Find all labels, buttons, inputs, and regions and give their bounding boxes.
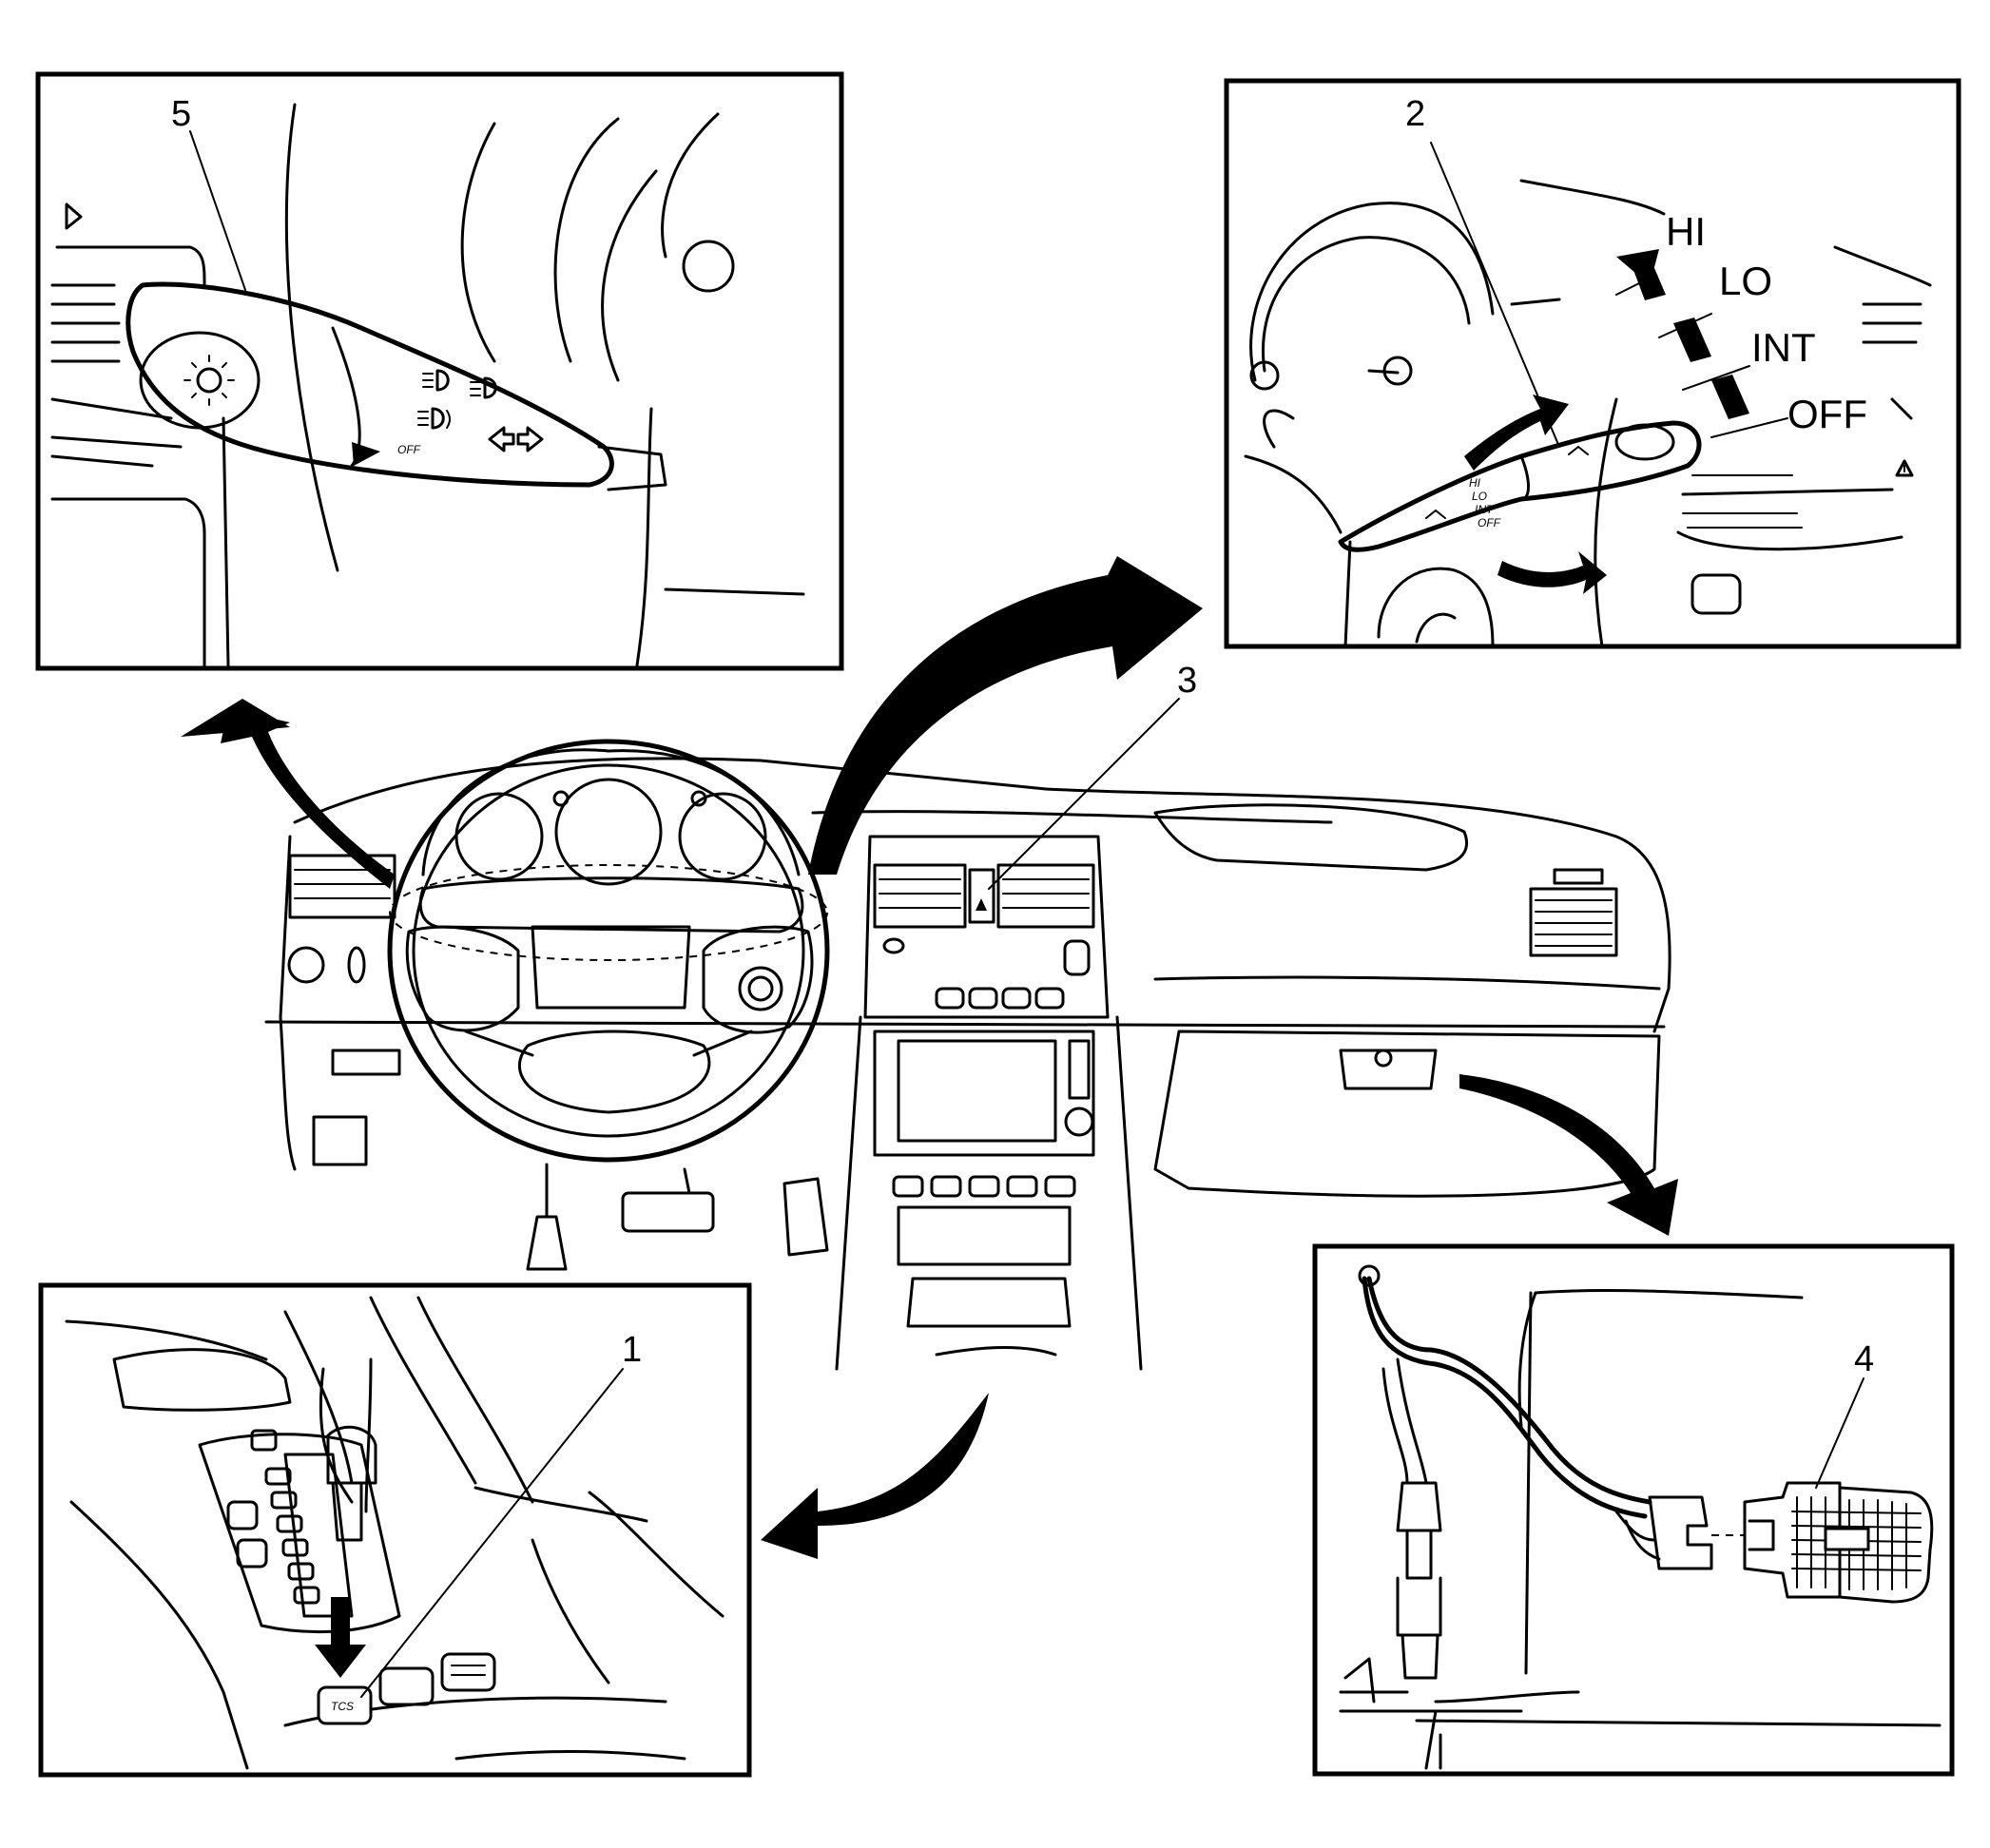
panel-wiper-switch: HI LO INT OFF HI LO INT OFF 2	[1224, 78, 1961, 649]
hi-arrow	[1616, 249, 1666, 300]
callout-label-1: 1	[622, 1330, 642, 1370]
position-label-lo: LO	[1719, 259, 1772, 303]
panel-connector: 4	[1312, 1243, 1955, 1777]
tcs-switch-label: TCS	[331, 1700, 354, 1713]
turn-signal-icon	[488, 426, 544, 452]
pedals	[526, 1163, 829, 1271]
stalk-lo-label: LO	[1472, 490, 1487, 503]
pointer-arrows	[181, 556, 1678, 1559]
stalk-hi-label: HI	[1469, 476, 1481, 490]
wiper-position-labels: HI LO INT OFF	[1666, 209, 1867, 436]
harness-connector	[1648, 1495, 1713, 1570]
callout-label-2: 2	[1405, 94, 1425, 134]
callout-label-5: 5	[171, 94, 191, 134]
wiper-switch-stalk	[1338, 420, 1702, 552]
panel-tcs-switch: TCS 1	[38, 1282, 752, 1778]
callout-label-3: 3	[1177, 661, 1197, 701]
stalk-off-label: OFF	[1478, 516, 1501, 529]
press-arrow	[315, 1597, 366, 1678]
arrow-to-lamp-switch	[221, 708, 395, 889]
callout-label-4: 4	[1854, 1339, 1874, 1379]
tcs-switch	[317, 1685, 373, 1725]
right-vent	[1529, 868, 1618, 957]
high-beam-icon	[422, 369, 497, 399]
dashboard-overview	[264, 739, 1671, 1371]
fog-lamp-icon	[417, 407, 451, 430]
position-label-off: OFF	[1787, 392, 1867, 436]
callout-3: 3	[988, 661, 1197, 890]
arrow-to-tcs-switch	[761, 1393, 989, 1559]
lamp-off-label: OFF	[397, 443, 421, 456]
position-label-hi: HI	[1666, 209, 1706, 254]
arrow-to-wiper-switch	[808, 556, 1203, 875]
left-vent	[287, 854, 401, 1166]
position-label-int: INT	[1751, 325, 1816, 370]
headlamp-icon	[184, 355, 235, 406]
panel-headlamp-switch: OFF 5	[35, 71, 844, 671]
headlamp-switch-stalk	[126, 281, 614, 488]
stalk-int-label: INT	[1475, 503, 1495, 516]
center-stack	[835, 835, 1143, 1371]
steering-wheel	[387, 739, 830, 1163]
arrow-to-connector	[1459, 1074, 1678, 1236]
component-connector	[1743, 1481, 1934, 1604]
